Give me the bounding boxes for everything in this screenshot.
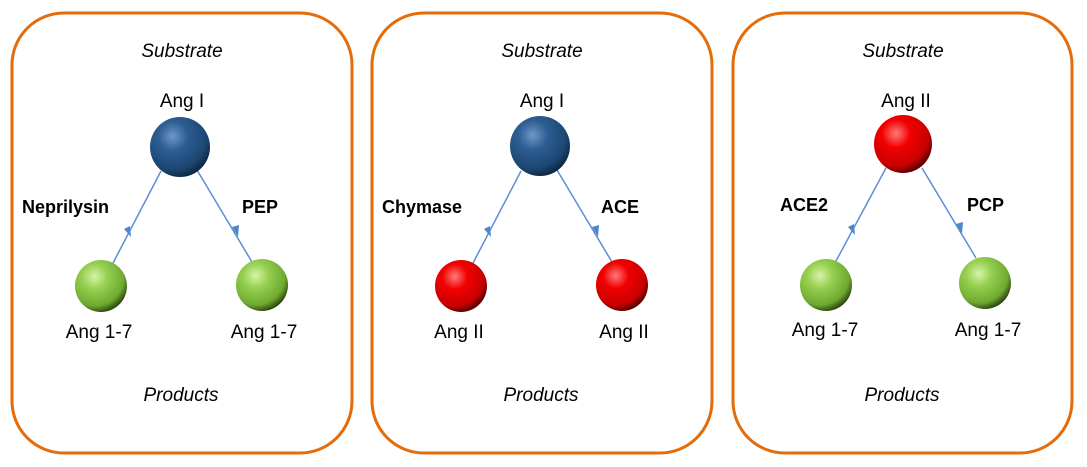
enzyme-right-label: PEP bbox=[242, 197, 278, 217]
product-right-sphere bbox=[596, 259, 648, 311]
panel-3: Substrate Ang II ACE2 PCP Ang 1-7 Ang 1-… bbox=[731, 11, 1074, 455]
panel-border bbox=[10, 11, 354, 455]
panel-2: Substrate Ang I Chymase ACE Ang II Ang I… bbox=[370, 11, 714, 455]
arrow-left bbox=[111, 170, 162, 266]
arrowhead-left bbox=[848, 224, 855, 235]
product-right-sphere bbox=[959, 257, 1011, 309]
enzyme-left-label: Neprilysin bbox=[22, 197, 109, 217]
substrate-label: Ang II bbox=[881, 91, 931, 112]
product-left-sphere bbox=[75, 260, 127, 312]
substrate-caption: Substrate bbox=[862, 41, 943, 62]
enzyme-left-label: Chymase bbox=[382, 197, 462, 217]
product-left-label: Ang 1-7 bbox=[792, 320, 859, 341]
substrate-caption: Substrate bbox=[501, 41, 582, 62]
product-right-sphere bbox=[236, 259, 288, 311]
enzyme-right-label: ACE bbox=[601, 197, 639, 217]
product-right-label: Ang II bbox=[599, 322, 649, 343]
substrate-sphere bbox=[150, 117, 210, 177]
panel-1: Substrate Ang I Neprilysin PEP Ang 1-7 A… bbox=[10, 11, 354, 455]
substrate-label: Ang I bbox=[520, 91, 564, 112]
substrate-sphere bbox=[510, 116, 570, 176]
substrate-caption: Substrate bbox=[141, 41, 222, 62]
product-left-sphere bbox=[800, 259, 852, 311]
enzyme-right-label: PCP bbox=[967, 195, 1004, 215]
arrowhead-right bbox=[232, 225, 239, 237]
product-right-label: Ang 1-7 bbox=[231, 322, 298, 343]
products-caption: Products bbox=[504, 385, 579, 406]
arrowhead-left bbox=[124, 226, 131, 237]
panel-border bbox=[370, 11, 714, 455]
arrowhead-left bbox=[484, 226, 491, 237]
products-caption: Products bbox=[144, 385, 219, 406]
arrow-left bbox=[471, 170, 522, 266]
enzyme-left-label: ACE2 bbox=[780, 195, 828, 215]
product-left-label: Ang II bbox=[434, 322, 484, 343]
products-caption: Products bbox=[865, 385, 940, 406]
panel-border bbox=[731, 11, 1074, 455]
substrate-sphere bbox=[874, 115, 932, 173]
product-left-label: Ang 1-7 bbox=[66, 322, 133, 343]
arrow-right bbox=[556, 169, 613, 263]
arrowhead-right bbox=[956, 222, 963, 234]
arrow-right bbox=[921, 167, 977, 259]
product-left-sphere bbox=[435, 260, 487, 312]
arrow-right bbox=[196, 169, 253, 263]
product-right-label: Ang 1-7 bbox=[955, 320, 1022, 341]
substrate-label: Ang I bbox=[160, 91, 204, 112]
arrow-left bbox=[835, 167, 887, 262]
arrowhead-right bbox=[592, 225, 599, 237]
